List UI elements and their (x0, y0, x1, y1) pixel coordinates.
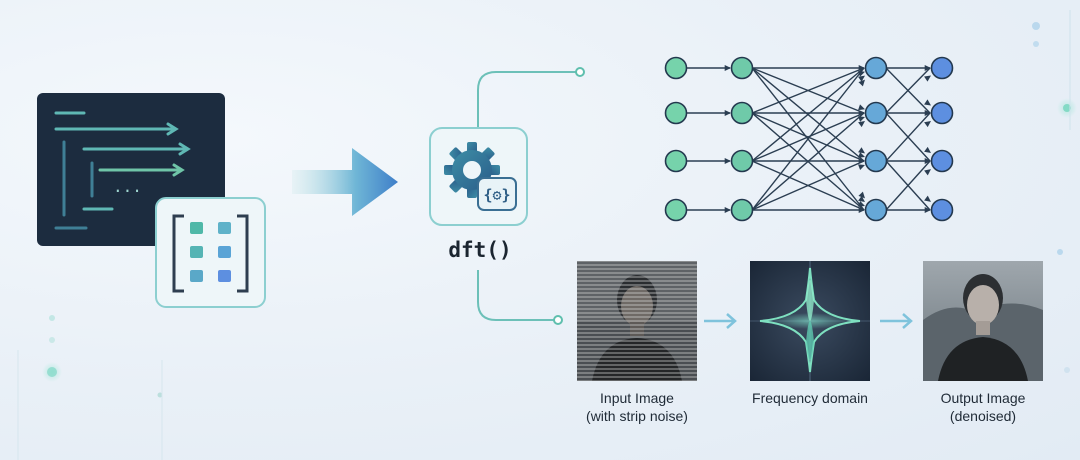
input-image-caption: Input Image (with strip noise) (562, 389, 712, 425)
network-edge-arrowhead (924, 121, 931, 128)
output-image-caption: Output Image (denoised) (908, 389, 1058, 425)
network-edge-arrowhead (924, 64, 931, 72)
input-caption-line1: Input Image (600, 390, 674, 406)
gear-code-icon: {⚙} (429, 127, 528, 226)
network-edge-arrowhead (858, 147, 865, 154)
network-node (864, 149, 888, 173)
network-node (930, 56, 954, 80)
network-edge-arrowhead (858, 195, 865, 203)
neural-network (664, 56, 954, 222)
network-edge-arrowhead (858, 75, 865, 82)
arrow-right-icon (292, 148, 398, 216)
frequency-caption: Frequency domain (730, 389, 890, 407)
network-node (664, 56, 688, 80)
network-edge-arrowhead (924, 109, 931, 117)
small-arrow-icon (704, 313, 913, 329)
network-edge-arrowhead (858, 116, 865, 122)
network-edge-arrowhead (924, 99, 931, 106)
network-edge-arrowhead (858, 200, 865, 207)
network-edge-arrowhead (858, 120, 865, 128)
network-edge-arrowhead (858, 191, 865, 199)
network-node (730, 198, 754, 222)
network-edge-arrowhead (724, 157, 731, 165)
network-edge-arrowhead (924, 157, 931, 165)
network-node (930, 149, 954, 173)
network-edges (686, 64, 931, 214)
branch-connectors (477, 67, 585, 325)
decorative-dots (17, 10, 1077, 460)
network-edge-arrowhead (924, 195, 931, 202)
output-caption-line2: (denoised) (949, 408, 1017, 424)
network-edge-arrowhead (724, 109, 731, 117)
network-edge (751, 160, 865, 211)
network-edge (751, 112, 865, 211)
network-edge (885, 67, 931, 114)
network-edge-arrowhead (858, 79, 865, 87)
input-caption-line2: (with strip noise) (586, 408, 688, 424)
network-edge (751, 67, 865, 114)
network-edge-arrowhead (924, 75, 931, 82)
output-image (923, 261, 1043, 381)
matrix-brackets-icon (155, 197, 266, 308)
network-node (864, 101, 888, 125)
network-node (664, 101, 688, 125)
network-edge (751, 67, 865, 162)
network-edge-arrowhead (858, 104, 865, 111)
network-edge-arrowhead (858, 206, 865, 214)
frequency-domain-image (750, 261, 870, 381)
output-caption-line1: Output Image (940, 390, 1026, 406)
network-edge-arrowhead (724, 64, 731, 72)
network-edge-arrowhead (724, 206, 731, 214)
network-edge (885, 160, 931, 211)
svg-text:{⚙}: {⚙} (483, 186, 510, 204)
network-node (730, 101, 754, 125)
network-node (864, 56, 888, 80)
network-node (664, 149, 688, 173)
network-edge (885, 112, 931, 162)
network-node (730, 149, 754, 173)
network-edge (751, 67, 865, 211)
network-edge-arrowhead (924, 206, 931, 214)
code-ellipsis: ... (113, 177, 142, 196)
network-edge-arrowhead (924, 146, 931, 153)
network-edge-arrowhead (858, 152, 865, 158)
network-node (930, 198, 954, 222)
network-node (864, 198, 888, 222)
network-node (664, 198, 688, 222)
frequency-caption-line1: Frequency domain (752, 390, 868, 406)
network-node (730, 56, 754, 80)
dft-function-label: dft() (448, 238, 512, 262)
network-edge-arrowhead (924, 169, 931, 176)
network-edge (751, 112, 865, 162)
input-image (577, 261, 697, 381)
network-edge-arrowhead (858, 164, 865, 171)
network-node (930, 101, 954, 125)
